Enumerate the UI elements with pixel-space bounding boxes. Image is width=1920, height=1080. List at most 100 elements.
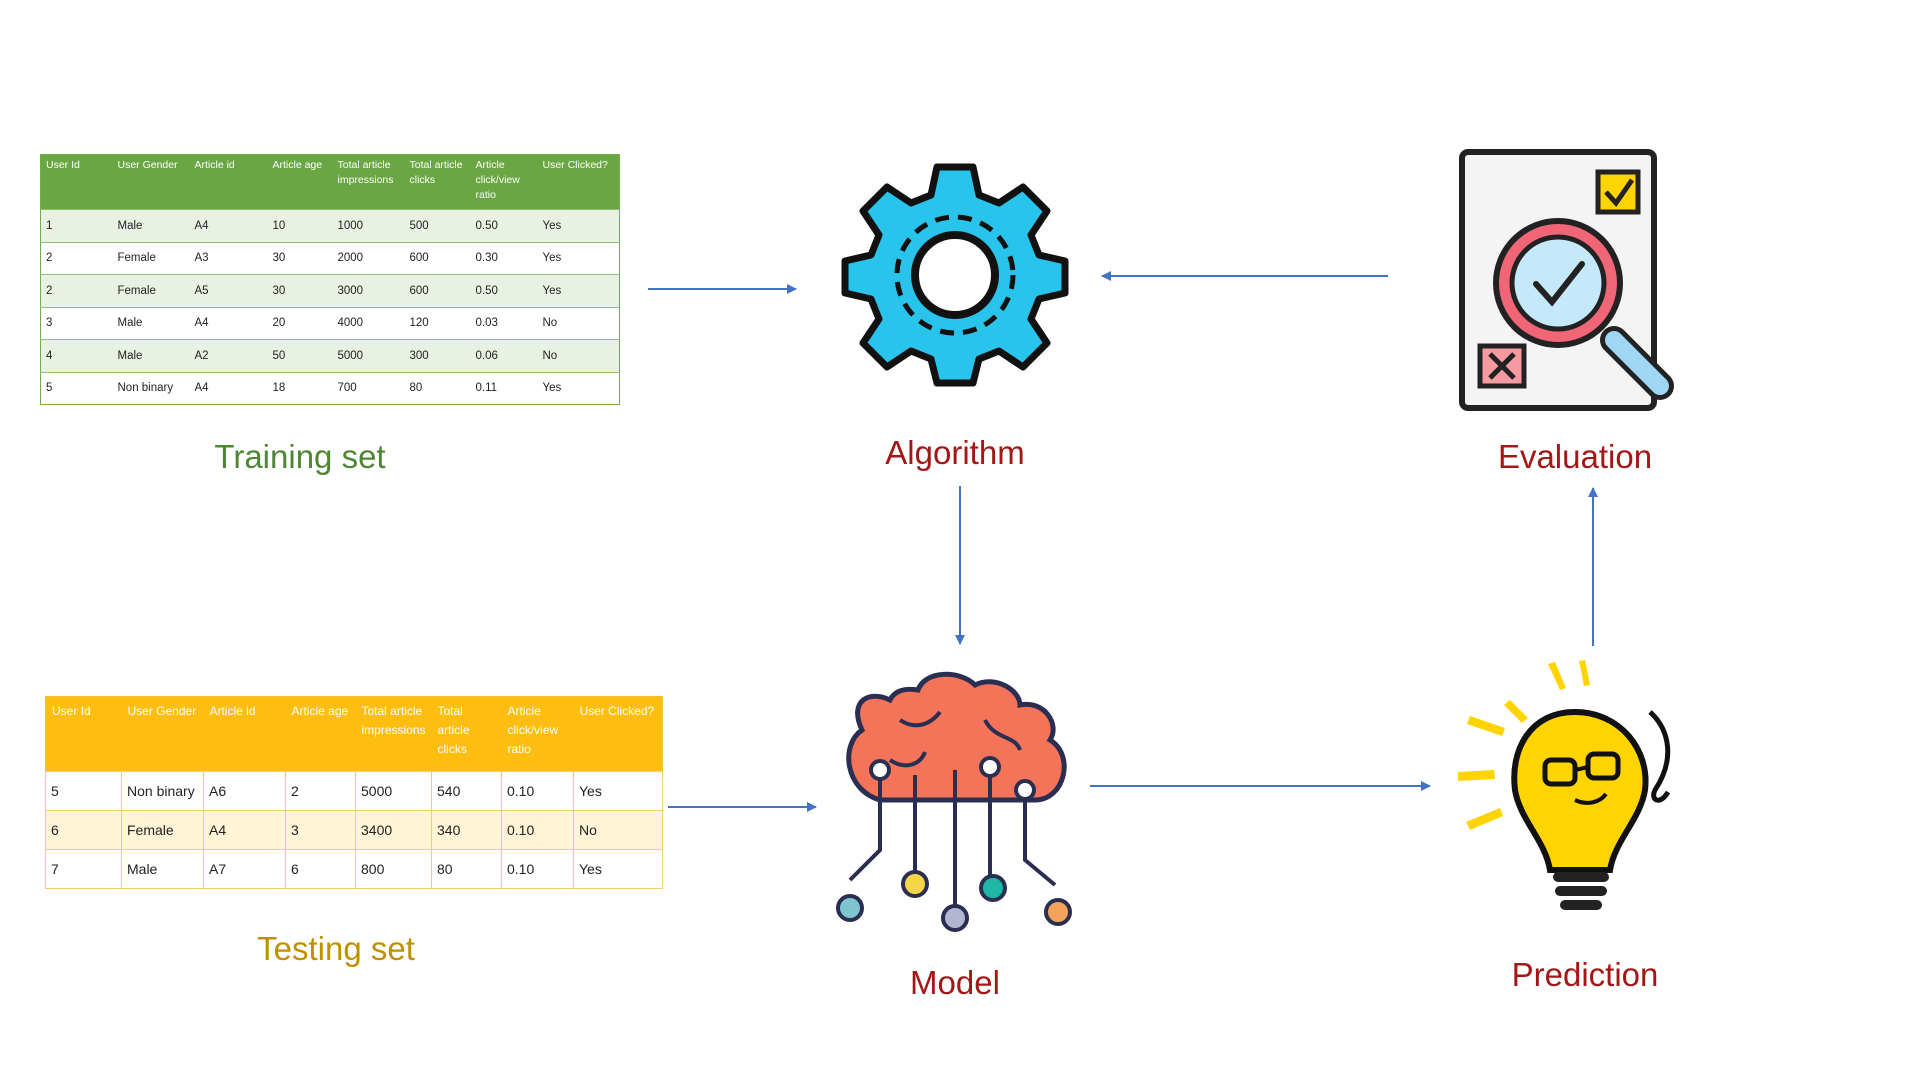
table-cell: 3 — [40, 306, 113, 340]
table-cell: 6 — [285, 849, 356, 889]
table-cell: 20 — [267, 306, 333, 340]
model-label: Model — [910, 964, 1000, 1001]
table-cell: 2 — [40, 241, 113, 275]
table-cell: Female — [112, 274, 190, 307]
table-cell: 120 — [404, 306, 471, 340]
column-header: User Id — [40, 154, 113, 210]
table-cell: 700 — [332, 371, 405, 405]
table-cell: Non binary — [112, 371, 190, 405]
table-cell: Yes — [573, 849, 663, 889]
table-cell: 1000 — [332, 209, 405, 242]
table-cell: 2000 — [332, 241, 405, 275]
table-cell: 18 — [267, 371, 333, 405]
column-header: Article id — [189, 154, 268, 210]
column-header: Article id — [203, 696, 286, 772]
lightbulb-icon — [1458, 660, 1671, 910]
column-header: Total article impressions — [332, 154, 405, 210]
table-cell: Yes — [537, 274, 620, 307]
table-cell: 0.03 — [470, 306, 538, 340]
table-cell: A5 — [189, 274, 268, 307]
table-cell: 0.06 — [470, 339, 538, 372]
table-cell: Female — [121, 810, 204, 850]
table-cell: Yes — [537, 371, 620, 405]
column-header: User Clicked? — [573, 696, 663, 772]
column-header: User Id — [45, 696, 122, 772]
table-cell: No — [573, 810, 663, 850]
table-cell: 0.11 — [470, 371, 538, 405]
table-cell: 5 — [40, 371, 113, 405]
column-header: Article age — [267, 154, 333, 210]
table-cell: 4 — [40, 339, 113, 372]
algorithm-label: Algorithm — [885, 434, 1025, 471]
table-cell: Female — [112, 241, 190, 275]
gear-icon — [841, 163, 1069, 387]
checklist-magnifier-icon — [1459, 149, 1674, 411]
table-cell: No — [537, 306, 620, 340]
prediction-label: Prediction — [1511, 956, 1659, 993]
table-cell: No — [537, 339, 620, 372]
table-cell: 800 — [355, 849, 432, 889]
column-header: Total article clicks — [404, 154, 471, 210]
table-cell: 540 — [431, 771, 502, 811]
table-cell: 300 — [404, 339, 471, 372]
brain-circuit-icon — [836, 671, 1072, 932]
table-cell: 0.50 — [470, 274, 538, 307]
table-cell: 3000 — [332, 274, 405, 307]
table-cell: 2 — [40, 274, 113, 307]
column-header: User Gender — [121, 696, 204, 772]
table-cell: A2 — [189, 339, 268, 372]
table-cell: 500 — [404, 209, 471, 242]
table-cell: A3 — [189, 241, 268, 275]
table-cell: 5000 — [332, 339, 405, 372]
table-cell: Yes — [573, 771, 663, 811]
table-cell: 0.10 — [501, 810, 574, 850]
column-header: User Gender — [112, 154, 190, 210]
training-set-label: Training set — [214, 438, 386, 475]
table-cell: Male — [112, 306, 190, 340]
table-cell: Yes — [537, 241, 620, 275]
table-cell: 340 — [431, 810, 502, 850]
table-cell: A7 — [203, 849, 286, 889]
column-header: User Clicked? — [537, 154, 620, 210]
table-cell: 50 — [267, 339, 333, 372]
table-cell: A4 — [189, 306, 268, 340]
table-cell: Male — [121, 849, 204, 889]
testing-set-label: Testing set — [257, 930, 415, 967]
table-cell: 600 — [404, 274, 471, 307]
table-cell: A4 — [189, 209, 268, 242]
table-cell: 5000 — [355, 771, 432, 811]
table-cell: 80 — [404, 371, 471, 405]
column-header: Article click/view ratio — [470, 154, 538, 210]
table-cell: 0.30 — [470, 241, 538, 275]
column-header: Article click/view ratio — [501, 696, 574, 772]
column-header: Total article impressions — [355, 696, 432, 772]
table-cell: 0.50 — [470, 209, 538, 242]
table-cell: Male — [112, 209, 190, 242]
table-cell: 30 — [267, 274, 333, 307]
table-cell: Male — [112, 339, 190, 372]
table-cell: 30 — [267, 241, 333, 275]
table-cell: 600 — [404, 241, 471, 275]
table-cell: 0.10 — [501, 771, 574, 811]
table-cell: 10 — [267, 209, 333, 242]
table-cell: A4 — [189, 371, 268, 405]
table-cell: 4000 — [332, 306, 405, 340]
table-cell: 3 — [285, 810, 356, 850]
table-cell: 3400 — [355, 810, 432, 850]
table-cell: 2 — [285, 771, 356, 811]
table-cell: 7 — [45, 849, 122, 889]
column-header: Article age — [285, 696, 356, 772]
table-cell: Yes — [537, 209, 620, 242]
